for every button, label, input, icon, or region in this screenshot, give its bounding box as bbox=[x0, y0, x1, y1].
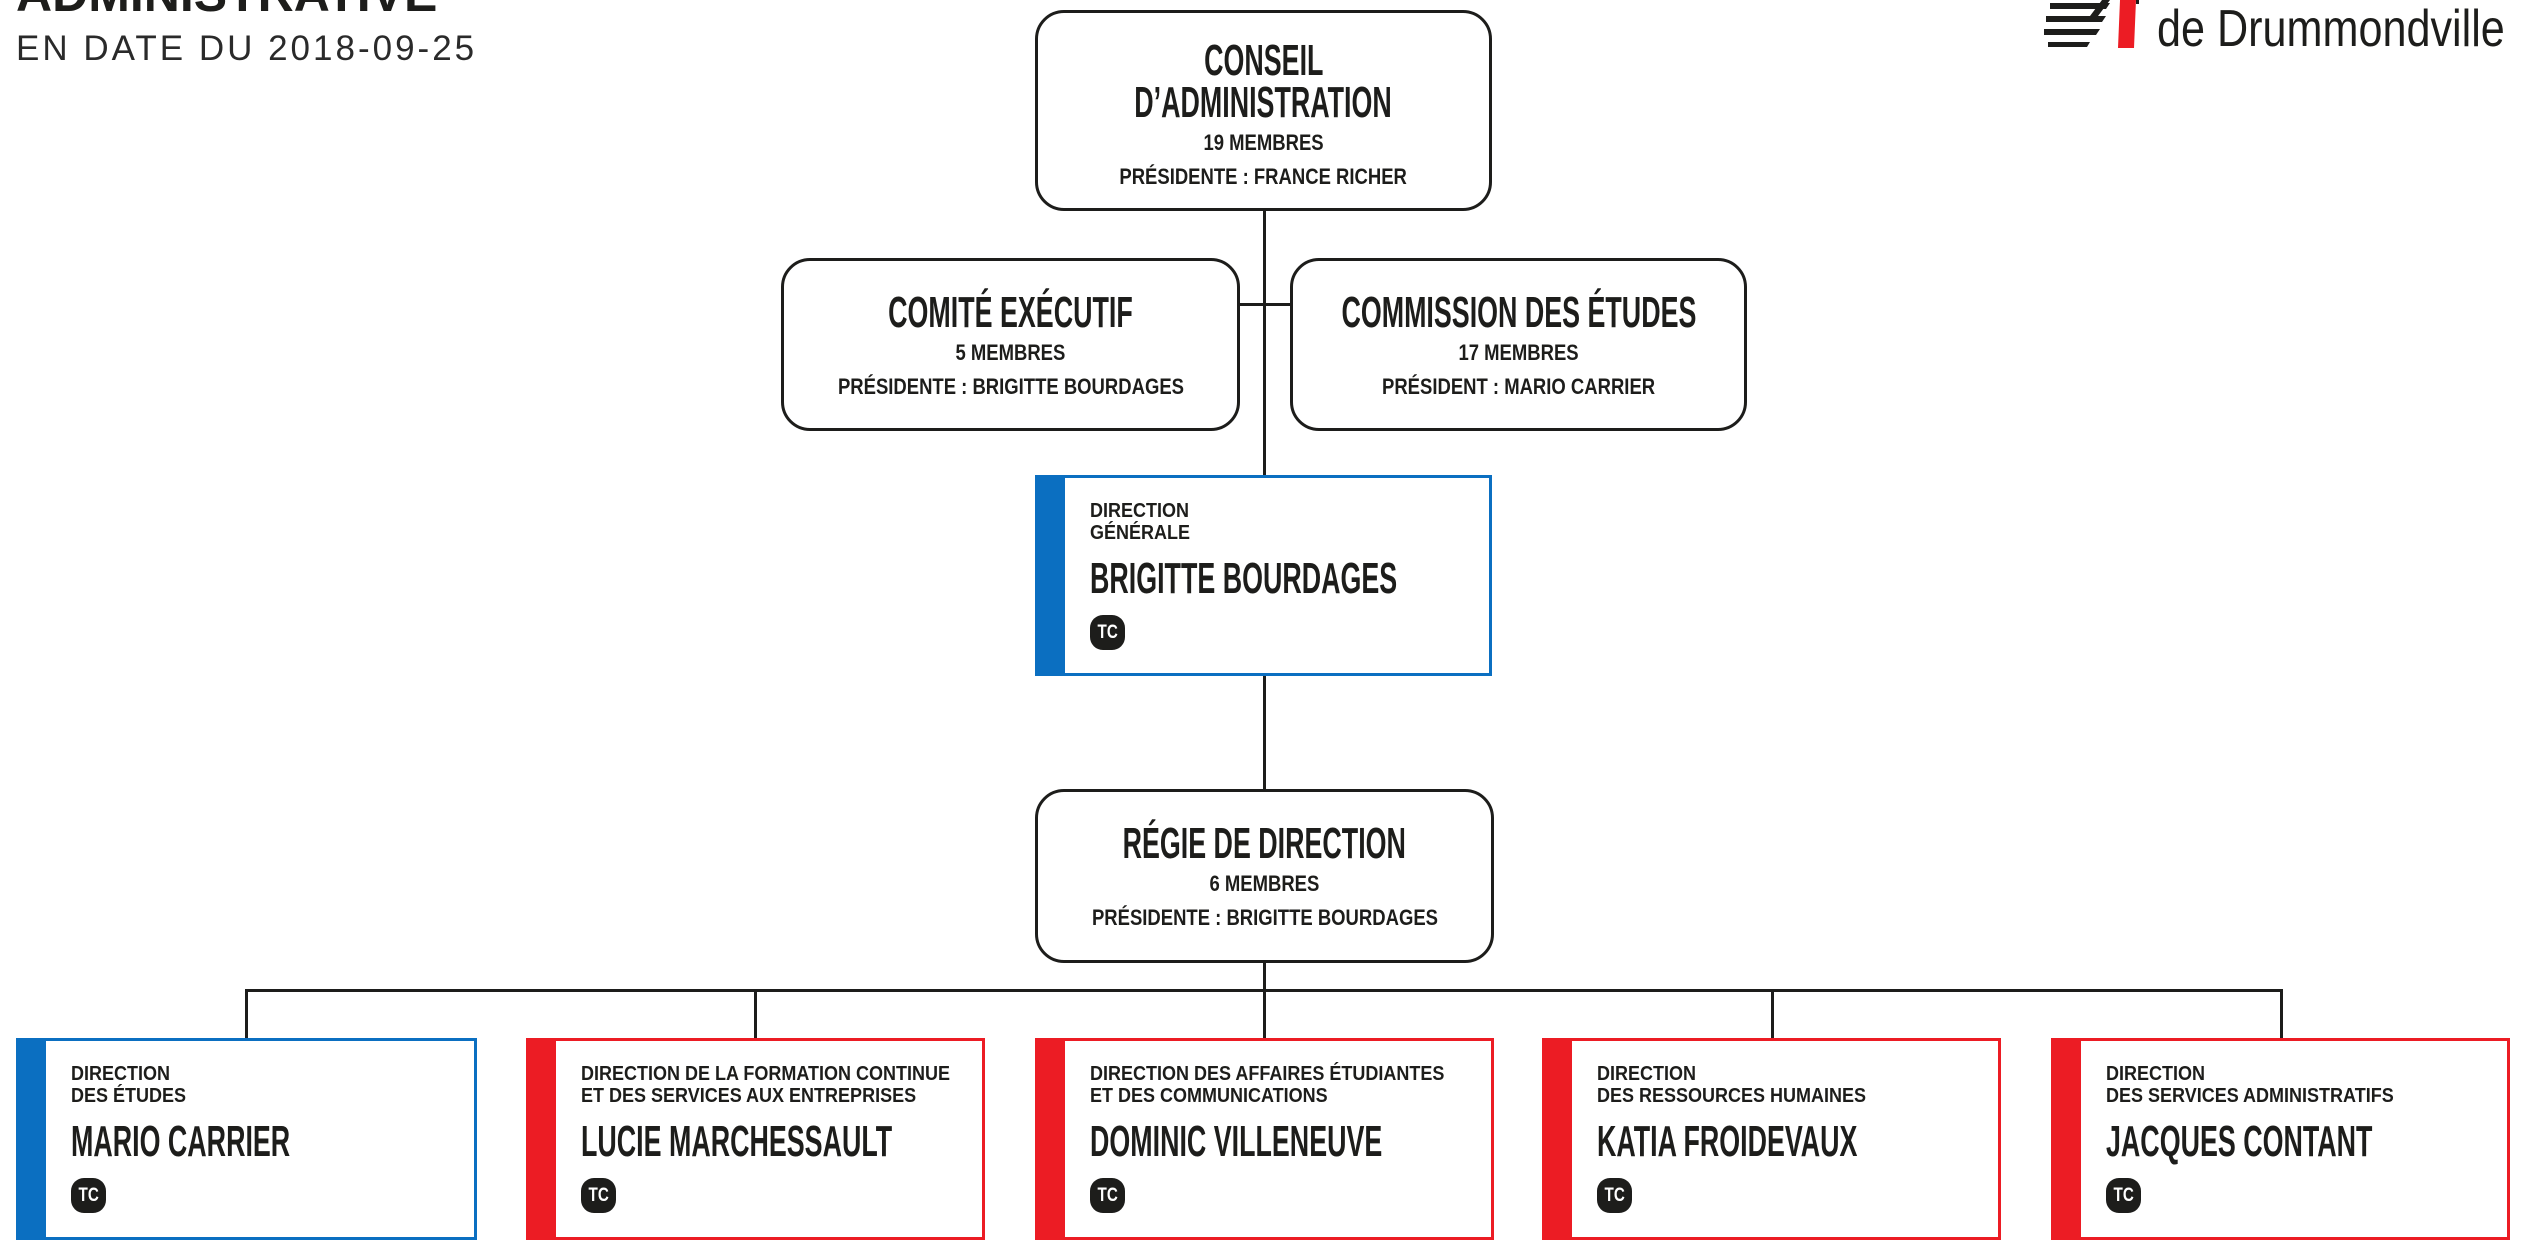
director-name: KATIA FROIDEVAUX bbox=[1597, 1117, 1858, 1166]
director-name: LUCIE MARCHESSAULT bbox=[581, 1117, 893, 1166]
board-chair-text: PRÉSIDENT : MARIO CARRIER bbox=[1381, 374, 1656, 399]
direction-services-administratifs-box: DIRECTION DES SERVICES ADMINISTRATIFS JA… bbox=[2051, 1038, 2510, 1240]
board-members-text: 19 MEMBRES bbox=[1203, 130, 1324, 155]
tc-badge: TC bbox=[71, 1178, 106, 1213]
board-members-text: 17 MEMBRES bbox=[1458, 340, 1579, 365]
direction-affaires-etudiantes-box: DIRECTION DES AFFAIRES ÉTUDIANTES ET DES… bbox=[1035, 1038, 1494, 1240]
connector-drop-formation-continue bbox=[754, 989, 757, 1038]
board-members-text: 5 MEMBRES bbox=[955, 340, 1066, 365]
direction-label-line2: DES SERVICES ADMINISTRATIFS bbox=[2106, 1085, 2394, 1107]
direction-etudes-box: DIRECTION DES ÉTUDES MARIO CARRIER TC bbox=[16, 1038, 477, 1240]
tc-badge-text: TC bbox=[2113, 1185, 2134, 1206]
direction-label-line2: GÉNÉRALE bbox=[1090, 522, 1191, 544]
board-title-text: CONSEIL bbox=[1203, 36, 1324, 85]
board-title-line: D’ADMINISTRATION bbox=[1038, 78, 1489, 127]
direction-ressources-humaines-box: DIRECTION DES RESSOURCES HUMAINES KATIA … bbox=[1542, 1038, 2001, 1240]
direction-label-line1: DIRECTION DE LA FORMATION CONTINUE bbox=[581, 1063, 950, 1085]
tc-badge: TC bbox=[2106, 1178, 2141, 1213]
tc-badge-text: TC bbox=[1604, 1185, 1625, 1206]
tc-badge: TC bbox=[1597, 1178, 1632, 1213]
board-title-line: COMITÉ EXÉCUTIF bbox=[784, 288, 1237, 337]
tc-badge: TC bbox=[581, 1178, 616, 1213]
logo-diagonal-stroke bbox=[2090, 0, 2110, 16]
board-title-line: CONSEIL bbox=[1038, 36, 1489, 85]
director-name: DOMINIC VILLENEUVE bbox=[1090, 1117, 1383, 1166]
board-members-line: 6 MEMBRES bbox=[1038, 867, 1491, 901]
board-chair-line: PRÉSIDENT : MARIO CARRIER bbox=[1293, 370, 1744, 404]
document-date: EN DATE DU 2018-09-25 bbox=[16, 29, 478, 68]
direction-label-line1: DIRECTION bbox=[1597, 1063, 1696, 1085]
board-chair-text: PRÉSIDENTE : BRIGITTE BOURDAGES bbox=[1091, 905, 1438, 930]
tc-badge-text: TC bbox=[588, 1185, 609, 1206]
board-members-line: 17 MEMBRES bbox=[1293, 336, 1744, 370]
document-title: ADMINISTRATIVE bbox=[16, 0, 437, 19]
accent-bar bbox=[2051, 1038, 2081, 1240]
direction-label-line2: ET DES COMMUNICATIONS bbox=[1090, 1085, 1328, 1107]
accent-bar bbox=[16, 1038, 46, 1240]
connector-drop-ressources-humaines bbox=[1771, 989, 1774, 1038]
board-regie-direction: RÉGIE DE DIRECTION 6 MEMBRES PRÉSIDENTE … bbox=[1035, 789, 1494, 963]
connector-conseil-to-direction-generale bbox=[1263, 211, 1266, 475]
board-members-line: 5 MEMBRES bbox=[784, 336, 1237, 370]
direction-formation-continue-box: DIRECTION DE LA FORMATION CONTINUE ET DE… bbox=[526, 1038, 985, 1240]
direction-label-line1: DIRECTION bbox=[2106, 1063, 2205, 1085]
connector-direction-generale-to-regie bbox=[1263, 676, 1266, 789]
board-chair-text: PRÉSIDENTE : FRANCE RICHER bbox=[1119, 164, 1408, 189]
board-title-text: COMMISSION DES ÉTUDES bbox=[1341, 288, 1696, 337]
connector-regie-to-branches bbox=[1263, 963, 1266, 990]
board-chair-line: PRÉSIDENTE : BRIGITTE BOURDAGES bbox=[1038, 901, 1491, 935]
connector-committees bbox=[1240, 303, 1290, 306]
tc-badge-text: TC bbox=[78, 1185, 99, 1206]
logo-wordmark: de Drummondville bbox=[2157, 0, 2505, 58]
logo-cut-letter-mark bbox=[2136, 0, 2139, 4]
direction-label-line2: DES RESSOURCES HUMAINES bbox=[1597, 1085, 1867, 1107]
accent-bar bbox=[1035, 475, 1065, 676]
tc-badge-text: TC bbox=[1097, 622, 1118, 643]
direction-generale-box: DIRECTION GÉNÉRALE BRIGITTE BOURDAGES TC bbox=[1035, 475, 1492, 676]
board-commission-etudes: COMMISSION DES ÉTUDES 17 MEMBRES PRÉSIDE… bbox=[1290, 258, 1747, 431]
direction-label-line2: DES ÉTUDES bbox=[71, 1085, 187, 1107]
board-title-line: RÉGIE DE DIRECTION bbox=[1038, 819, 1491, 868]
board-chair-text: PRÉSIDENTE : BRIGITTE BOURDAGES bbox=[837, 374, 1184, 399]
board-title-text: RÉGIE DE DIRECTION bbox=[1122, 819, 1407, 868]
logo-mark-icon bbox=[2044, 0, 2139, 48]
tc-badge: TC bbox=[1090, 1178, 1125, 1213]
accent-bar bbox=[1035, 1038, 1065, 1240]
connector-drop-affaires-etudiantes bbox=[1263, 989, 1266, 1038]
direction-label-line2: ET DES SERVICES AUX ENTREPRISES bbox=[581, 1085, 917, 1107]
accent-bar bbox=[1542, 1038, 1572, 1240]
direction-label-line1: DIRECTION bbox=[1090, 500, 1189, 522]
board-title-line: COMMISSION DES ÉTUDES bbox=[1293, 288, 1744, 337]
tc-badge-text: TC bbox=[1097, 1185, 1118, 1206]
logo-red-bar bbox=[2118, 0, 2136, 48]
accent-bar bbox=[526, 1038, 556, 1240]
board-title-text: D’ADMINISTRATION bbox=[1134, 78, 1393, 127]
board-members-text: 6 MEMBRES bbox=[1209, 871, 1320, 896]
board-chair-line: PRÉSIDENTE : FRANCE RICHER bbox=[1038, 160, 1489, 194]
direction-label-line1: DIRECTION bbox=[71, 1063, 170, 1085]
connector-drop-services-administratifs bbox=[2280, 989, 2283, 1038]
director-name: MARIO CARRIER bbox=[71, 1117, 291, 1166]
tc-badge: TC bbox=[1090, 615, 1125, 650]
board-chair-line: PRÉSIDENTE : BRIGITTE BOURDAGES bbox=[784, 370, 1237, 404]
board-comite-executif: COMITÉ EXÉCUTIF 5 MEMBRES PRÉSIDENTE : B… bbox=[781, 258, 1240, 431]
board-conseil-administration: CONSEIL D’ADMINISTRATION 19 MEMBRES PRÉS… bbox=[1035, 10, 1492, 211]
board-members-line: 19 MEMBRES bbox=[1038, 126, 1489, 160]
direction-label-line1: DIRECTION DES AFFAIRES ÉTUDIANTES bbox=[1090, 1063, 1445, 1085]
board-title-text: COMITÉ EXÉCUTIF bbox=[888, 288, 1133, 337]
director-name: BRIGITTE BOURDAGES bbox=[1090, 554, 1398, 603]
director-name: JACQUES CONTANT bbox=[2106, 1117, 2373, 1166]
connector-drop-etudes bbox=[245, 989, 248, 1038]
